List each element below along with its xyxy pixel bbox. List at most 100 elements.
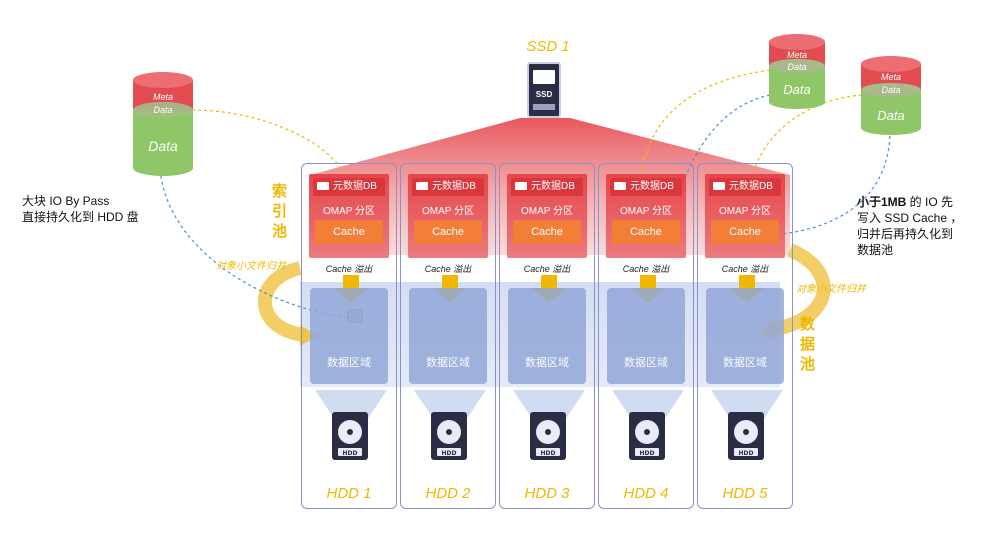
meta-db-label: 元数据DB: [630, 181, 674, 192]
index-block: 元数据DB OMAP 分区 Cache: [408, 174, 488, 258]
folder-icon: [515, 182, 527, 190]
omap-label: OMAP 分区: [718, 206, 772, 217]
cyl-meta-label: Meta: [152, 92, 173, 102]
data-area-label: 数据区域: [624, 357, 668, 369]
hdd-funnels: [315, 390, 783, 420]
data-area: 数据区域: [607, 288, 685, 384]
folder-icon: [416, 182, 428, 190]
hdd-text: HDD: [739, 450, 754, 457]
right-note-line3: 归并后再持久化到: [857, 227, 954, 241]
cache-overflow-label: Cache 溢出: [325, 264, 373, 274]
ssd-chip-label: SSD: [535, 90, 553, 99]
cyl-data-label: Data: [148, 138, 178, 154]
hdd-icon: HDD: [530, 412, 566, 460]
cyl-data-label: Data: [877, 108, 905, 123]
right-cylinder-2: Meta Data Data: [860, 56, 922, 136]
cache-overflow-label: Cache 溢出: [523, 264, 571, 274]
index-pool-label: 索引池: [272, 183, 288, 240]
cache-box: Cache: [513, 220, 581, 244]
merge-label-left: 对象小文件归并: [216, 261, 286, 272]
cache-box: Cache: [612, 220, 680, 244]
ssd-icon: SSD: [527, 62, 561, 118]
omap-label: OMAP 分区: [520, 206, 574, 217]
folder-icon: [713, 182, 725, 190]
hdd-text: HDD: [640, 450, 655, 457]
meta-db-bar: 元数据DB: [313, 178, 385, 196]
folder-icon: [614, 182, 626, 190]
data-area-label: 数据区域: [426, 357, 470, 369]
hdd-text: HDD: [442, 450, 457, 457]
index-block: 元数据DB OMAP 分区 Cache: [507, 174, 587, 258]
meta-db-label: 元数据DB: [432, 181, 476, 192]
cache-box: Cache: [315, 220, 383, 244]
index-block: 元数据DB OMAP 分区 Cache: [309, 174, 389, 258]
left-meta-line: [191, 109, 349, 181]
left-merge-arrow: [257, 261, 307, 342]
omap-label: OMAP 分区: [421, 206, 475, 217]
hdd-icon: HDD: [728, 412, 764, 460]
index-block: 元数据DB OMAP 分区 Cache: [705, 174, 785, 258]
data-area: 数据区域: [310, 288, 388, 384]
hdd-icon: HDD: [431, 412, 467, 460]
omap-label: OMAP 分区: [322, 206, 376, 217]
cache-overflow-label: Cache 溢出: [622, 264, 670, 274]
data-area-label: 数据区域: [327, 357, 371, 369]
hdd-title: HDD 4: [623, 485, 669, 502]
cyl-data-small-label: Data: [787, 62, 807, 72]
meta-db-label: 元数据DB: [531, 181, 575, 192]
hdd-title: HDD 1: [326, 485, 372, 502]
index-block: 元数据DB OMAP 分区 Cache: [606, 174, 686, 258]
meta-db-bar: 元数据DB: [610, 178, 682, 196]
meta-db-bar: 元数据DB: [412, 178, 484, 196]
right-note-line1: 的 IO 先: [906, 195, 954, 209]
right-note-line2: 写入 SSD Cache ，: [857, 211, 963, 225]
cache-box: Cache: [414, 220, 482, 244]
cyl-meta-label: Meta: [786, 50, 807, 60]
right-note: 小于1MB 的 IO 先 写入 SSD Cache ， 归并后再持久化到 数据池: [857, 194, 962, 258]
right-note-line4: 数据池: [857, 243, 894, 257]
cache-box: Cache: [711, 220, 779, 244]
left-note-line2: 直接持久化到 HDD 盘: [22, 210, 139, 224]
hdd-text: HDD: [541, 450, 556, 457]
cyl-data-small-label: Data: [881, 85, 901, 95]
right-cylinder-1: Meta Data Data: [768, 34, 826, 110]
hdd-text: HDD: [343, 450, 358, 457]
data-area-label: 数据区域: [525, 357, 569, 369]
hdd-icon: HDD: [629, 412, 665, 460]
meta-db-bar: 元数据DB: [511, 178, 583, 196]
meta-db-label: 元数据DB: [729, 181, 773, 192]
right-merge-arrow: [768, 243, 831, 337]
cyl-data-small-label: Data: [153, 105, 173, 115]
cache-overflow-label: Cache 溢出: [424, 264, 472, 274]
hdd-title: HDD 3: [524, 485, 570, 502]
right-note-bold: 小于1MB: [857, 195, 907, 209]
data-area-label: 数据区域: [723, 357, 767, 369]
left-note-line1: 大块 IO By Pass: [22, 194, 110, 208]
hdd-icon: HDD: [332, 412, 368, 460]
data-area: 数据区域: [706, 288, 784, 384]
merge-label-right: 对象小文件归并: [796, 284, 866, 295]
data-area: 数据区域: [409, 288, 487, 384]
right-line-3: [751, 94, 863, 179]
folder-icon: [317, 182, 329, 190]
data-pool-label: 数据池: [800, 316, 816, 373]
left-note: 大块 IO By Pass 直接持久化到 HDD 盘: [22, 193, 139, 225]
cache-overflow-label: Cache 溢出: [721, 264, 769, 274]
ssd-title: SSD 1: [526, 38, 570, 55]
right-line-1: [639, 69, 771, 179]
cyl-data-label: Data: [783, 82, 811, 97]
meta-db-bar: 元数据DB: [709, 178, 781, 196]
right-line-4: [769, 129, 891, 236]
left-cylinder: Meta Data Data: [132, 72, 194, 178]
hdd-title: HDD 5: [722, 485, 768, 502]
cyl-meta-label: Meta: [880, 72, 901, 82]
omap-label: OMAP 分区: [619, 206, 673, 217]
meta-db-label: 元数据DB: [333, 181, 377, 192]
hdd-title: HDD 2: [425, 485, 471, 502]
data-area: 数据区域: [508, 288, 586, 384]
